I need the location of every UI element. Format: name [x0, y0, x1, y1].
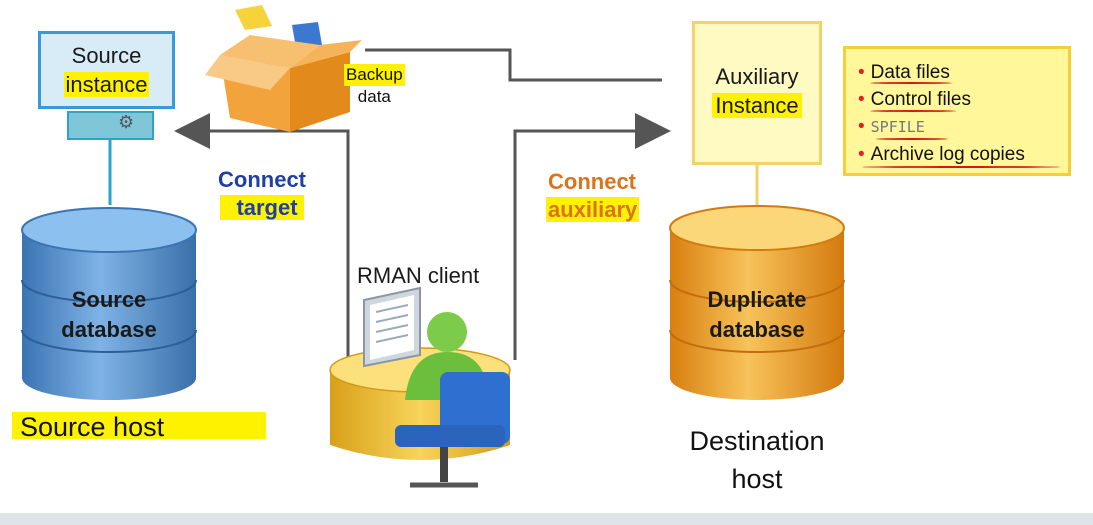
file-list-item-label: Archive log copies: [870, 144, 1025, 165]
auxiliary-instance-line1: Auxiliary: [715, 64, 799, 89]
file-list-item-label: Data files: [870, 62, 950, 83]
backup-data-line2: data: [357, 87, 391, 106]
source-host-text: Source host: [20, 412, 165, 442]
source-database-line2: database: [61, 316, 157, 342]
connect-auxiliary-arrow: [513, 113, 671, 360]
backup-data-label: Backup data: [344, 64, 405, 108]
gear-icon: ⚙: [118, 112, 135, 132]
red-underline: [876, 138, 948, 140]
connect-target-arrow: [174, 113, 350, 360]
source-instance-base: [67, 111, 154, 140]
file-list-item-label: Control files: [870, 89, 971, 110]
file-list-item: •Archive log copies: [858, 144, 1025, 165]
backup-box-illustration: [205, 5, 362, 132]
destination-host-label: Destination host: [670, 422, 844, 498]
red-underline: [870, 82, 952, 84]
connect-target-line1: Connect: [218, 167, 306, 192]
source-database-line1: Source: [71, 287, 147, 312]
duplicate-database-line1: Duplicate: [707, 287, 807, 312]
red-underline: [862, 166, 1060, 168]
file-list-item: •Control files: [858, 89, 971, 110]
rman-desk-illustration: [329, 286, 511, 488]
connect-auxiliary-label: Connect auxiliary: [546, 168, 640, 223]
auxiliary-instance-line2: Instance: [712, 92, 802, 118]
auxiliary-instance-box: Auxiliary Instance: [692, 21, 822, 165]
source-database-label: Source database: [22, 285, 196, 344]
duplicate-database-label: Duplicate database: [670, 285, 844, 344]
file-list-item: •SPFILE: [858, 116, 925, 137]
destination-host-line1: Destination: [689, 426, 825, 456]
source-instance-line2: instance: [63, 71, 150, 97]
red-underline: [870, 110, 956, 112]
backup-data-line1: Backup: [344, 64, 405, 86]
source-host-label: Source host: [12, 412, 266, 442]
duplicate-database-line2: database: [709, 316, 805, 342]
source-instance-line1: Source: [71, 43, 142, 68]
duplicate-database-cylinder: [669, 205, 845, 400]
destination-host-line2: host: [731, 464, 783, 494]
connect-target-line2: target: [220, 194, 304, 220]
file-list-item: •Data files: [858, 62, 950, 83]
connect-auxiliary-line1: Connect: [548, 169, 636, 194]
backup-line: [365, 48, 662, 82]
connect-auxiliary-line2: auxiliary: [546, 196, 640, 222]
bottom-band: [0, 513, 1093, 525]
source-instance-box: Source instance: [38, 31, 175, 109]
connect-target-label: Connect target: [218, 166, 306, 221]
rman-client-label: RMAN client: [357, 263, 480, 288]
source-database-cylinder: [21, 207, 197, 400]
file-list-item-label: SPFILE: [870, 118, 925, 136]
